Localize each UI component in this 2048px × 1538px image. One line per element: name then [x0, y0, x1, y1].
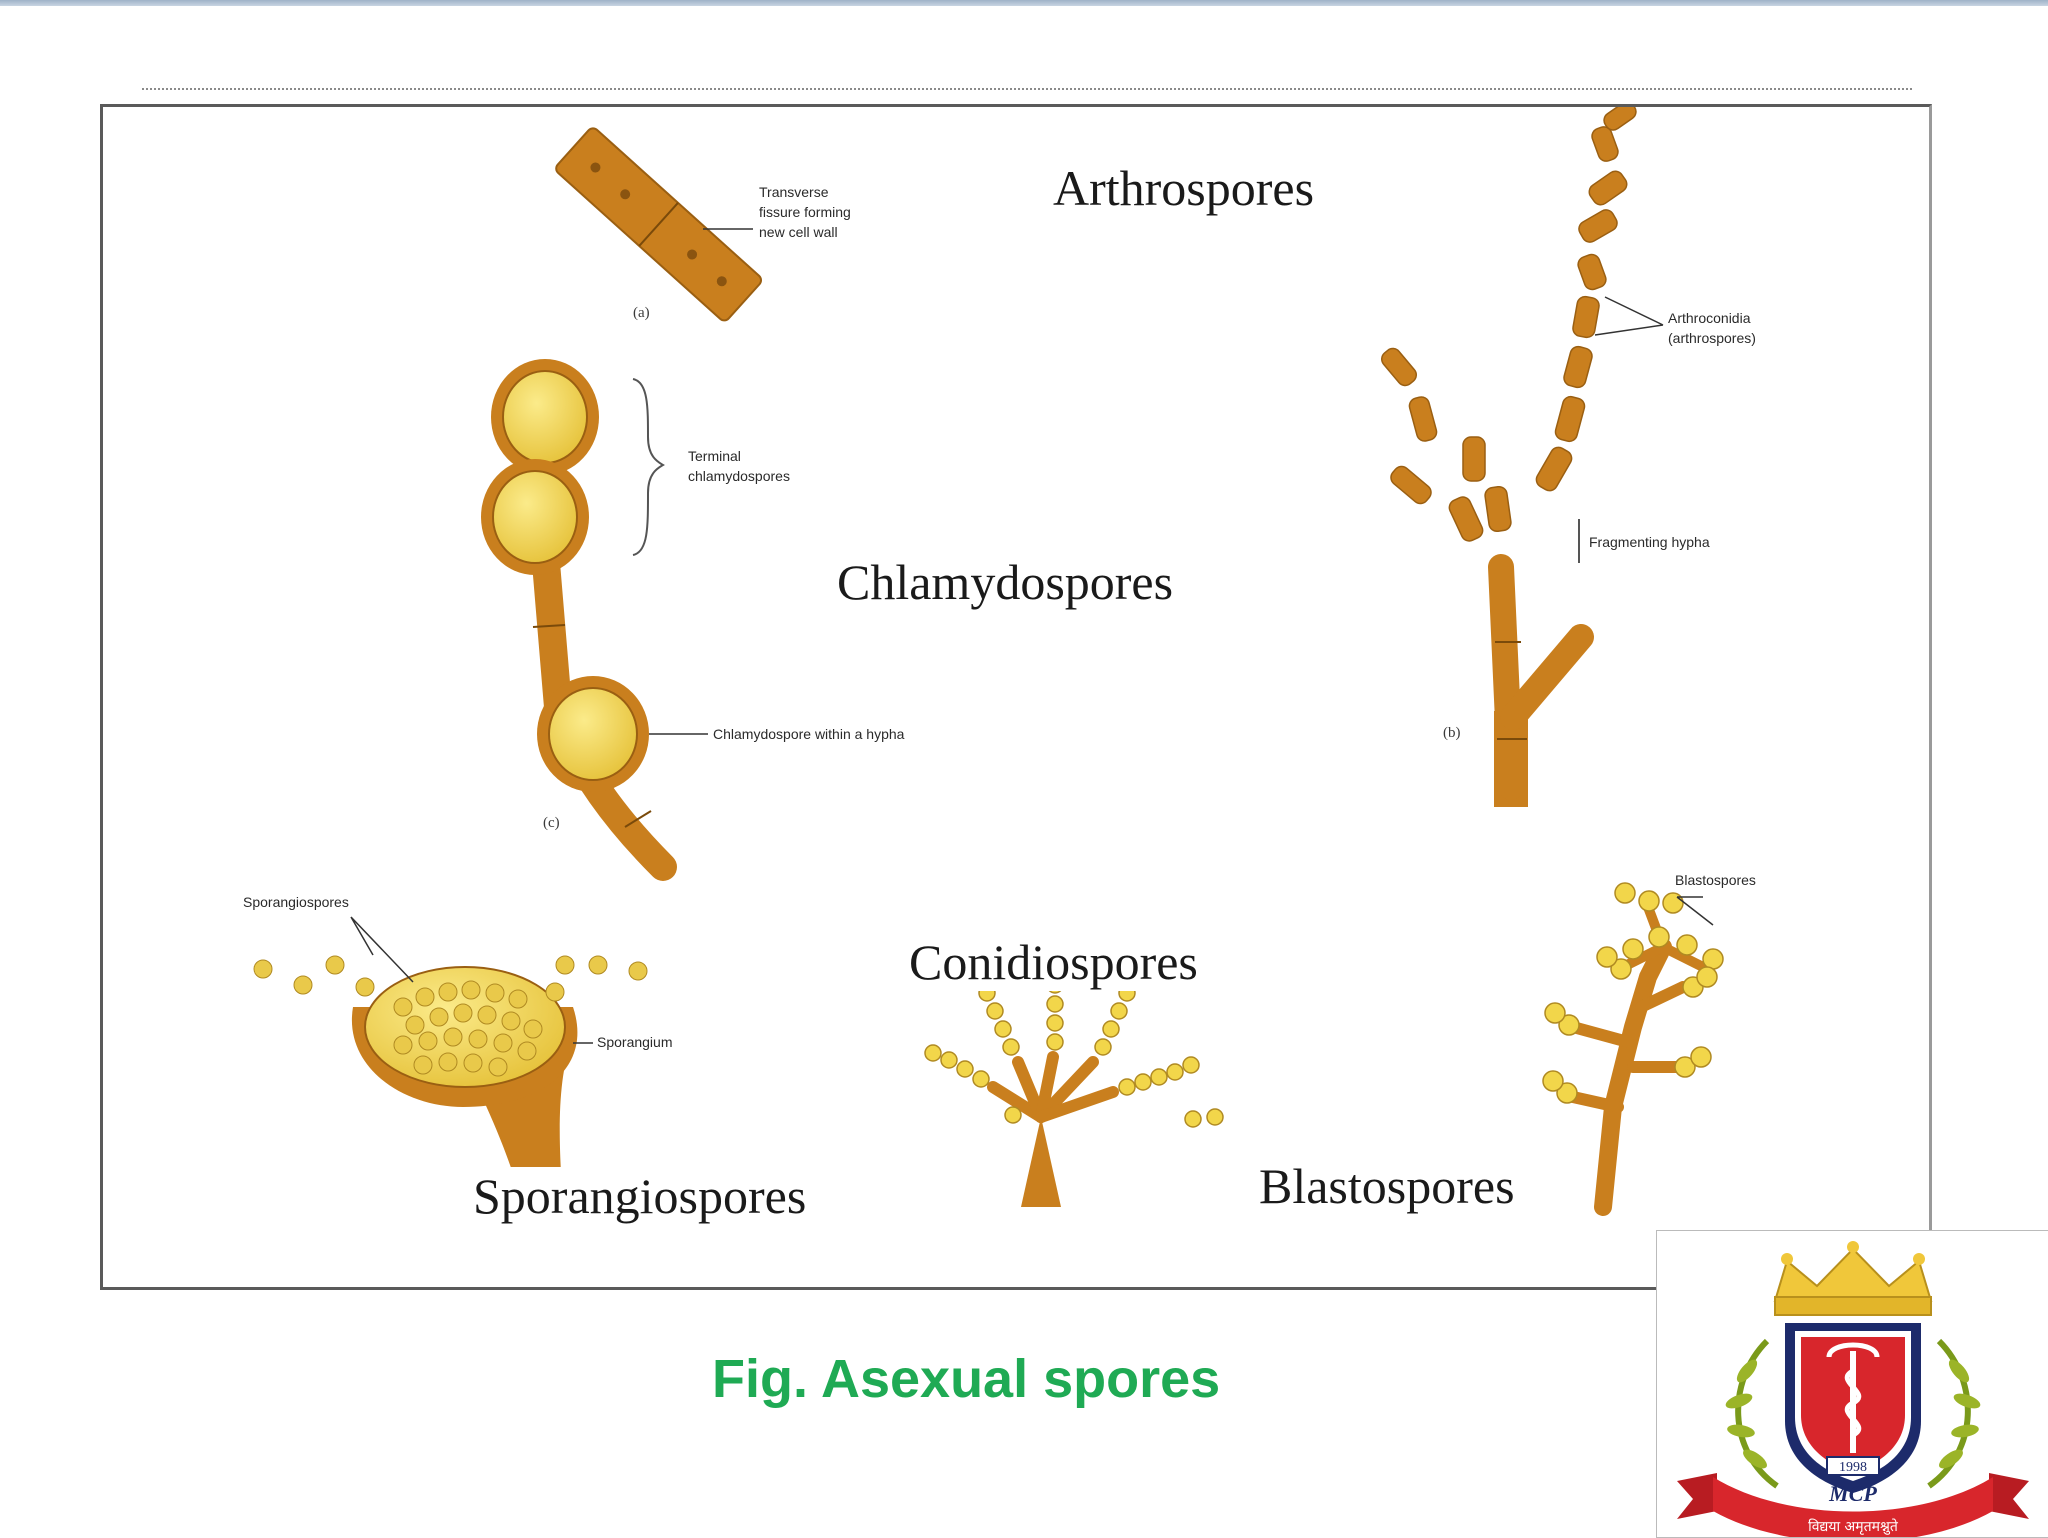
arthrospores-title: Arthrospores — [1047, 159, 1321, 217]
arthroconidia-label-2: (arthrospores) — [1668, 330, 1756, 346]
chlamydospores-title: Chlamydospores — [831, 553, 1180, 611]
college-emblem: 1998 MCP विद्यया अमृतमश्नुते — [1677, 1241, 2029, 1537]
transverse-label-1: Transverse — [759, 184, 829, 200]
logo-initials: MCP — [1828, 1481, 1877, 1506]
logo-year: 1998 — [1839, 1460, 1867, 1475]
asexual-spores-diagram: Transverse fissure forming new cell wall… — [243, 107, 1756, 1216]
ribbon-banner-icon — [1677, 1473, 2029, 1537]
panel-a-label: (a) — [633, 305, 650, 321]
arthroconidia-label-1: Arthroconidia — [1668, 310, 1751, 326]
conidiospores-title: Conidiospores — [903, 933, 1204, 991]
sporangiospores-small-label: Sporangiospores — [243, 894, 349, 910]
transverse-label-3: new cell wall — [759, 224, 838, 240]
panel-c-label: (c) — [543, 815, 560, 831]
logo-banner-text: विद्यया अमृतमश्नुते — [1808, 1518, 1899, 1535]
figure-frame: Transverse fissure forming new cell wall… — [100, 104, 1932, 1290]
shield-icon: 1998 — [1785, 1323, 1921, 1493]
laurel-icon — [1735, 1338, 1971, 1489]
transverse-label-2: fissure forming — [759, 204, 851, 220]
arthrospore-segment-illustration: Transverse fissure forming new cell wall… — [555, 127, 851, 322]
blastospore-illustration: Blastospores — [1542, 872, 1756, 1216]
blastospores-small-label: Blastospores — [1675, 872, 1756, 888]
college-logo: 1998 MCP विद्यया अमृतमश्नुते — [1656, 1230, 2048, 1538]
arthroconidia-illustration: Arthroconidia (arthrospores) Fragmenting… — [1381, 107, 1756, 807]
terminal-label-1: Terminal — [688, 448, 741, 464]
chlamydospore-illustration: Terminal chlamydospores Chlamydospore wi… — [481, 359, 905, 881]
sporangium-illustration: Sporangiospores Sporangium — [243, 894, 673, 1207]
within-hypha-label: Chlamydospore within a hypha — [713, 726, 905, 742]
panel-b-label: (b) — [1443, 725, 1461, 741]
dotted-divider — [142, 88, 1912, 90]
sporangium-label: Sporangium — [597, 1034, 673, 1050]
sporangiospores-title: Sporangiospores — [467, 1167, 813, 1225]
blastospores-title: Blastospores — [1253, 1157, 1521, 1215]
top-accent-bar — [0, 0, 2048, 6]
crown-icon — [1773, 1241, 1933, 1316]
terminal-label-2: chlamydospores — [688, 468, 790, 484]
figure-caption: Fig. Asexual spores — [712, 1349, 1221, 1409]
fragmenting-label: Fragmenting hypha — [1589, 534, 1710, 550]
